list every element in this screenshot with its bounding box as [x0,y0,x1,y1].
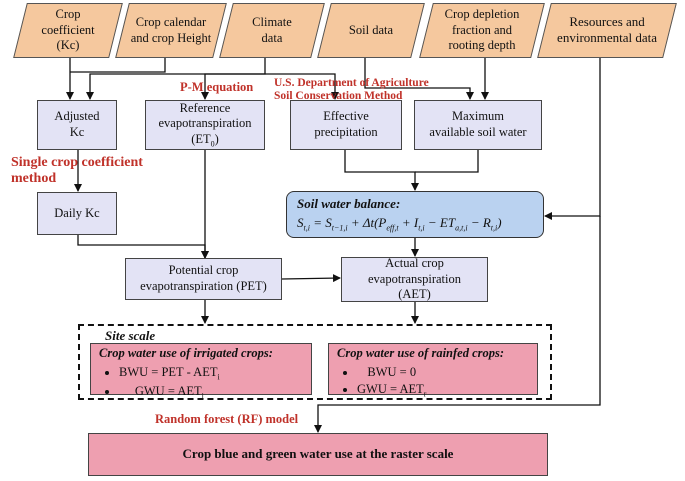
aet-line2: evapotranspiration [367,271,462,286]
rainfed-bwu-text: BWU = 0 [367,364,417,379]
irrigated-bwu-text: BWU = PET - AET [119,364,218,379]
rainfed-crops-box: Crop water use of rainfed crops: BWU = 0… [328,343,538,398]
output-box: Crop blue and green water use at the ras… [88,433,548,476]
aet-line1: Actual crop [385,256,444,271]
input-crop-calendar-label: Crop calendar and crop Height [130,14,212,45]
pet-line2: evapotranspiration (PET) [140,279,267,293]
single-crop-line1: Single crop coefficient [11,155,143,170]
pm-equation-label: P-M equation [180,80,254,94]
soil-water-balance-equation: St,i = St−1,i + Δt(Peff,t + It,i − ETa,t… [297,214,502,233]
rainfed-crops-title: Crop water use of rainfed crops: [337,346,505,360]
usda-method-label: U.S. Department of Agriculture Soil Cons… [274,77,429,103]
reference-et-line3: (ET0) [191,132,219,150]
single-crop-line2: method [11,171,57,187]
pet-box: Potential crop evapotranspiration (PET) [125,258,282,300]
reference-et-line1: Reference [179,100,231,115]
usda-method-line2: Soil Conservation Method [274,90,403,103]
reference-et-line2: evapotranspiration [158,116,252,131]
irrigated-gwu-sub: i [201,391,204,401]
rainfed-crops-list: BWU = 0 GWU = AETr [337,364,426,400]
input-depletion-fraction: Crop depletion fraction and rooting dept… [419,3,545,58]
irrigated-bwu-sub: i [217,372,220,382]
daily-kc-box: Daily Kc [37,192,117,235]
rf-model-label: Random forest (RF) model [155,412,299,426]
rainfed-gwu-text: GWU = AET [357,381,424,396]
daily-kc-label: Daily Kc [54,205,100,220]
soil-water-balance-title: Soil water balance: [297,195,401,211]
input-climate-data: Climate data [219,3,325,58]
effective-precipitation-line2: precipitation [314,125,378,139]
max-soil-water-line2: available soil water [429,125,527,139]
input-soil-data: Soil data [317,3,425,58]
effective-precipitation-box: Effective precipitation [290,100,402,150]
adjusted-kc-box: Adjusted Kc [37,100,117,150]
effective-precipitation-line1: Effective [323,109,369,124]
single-crop-coefficient-label: Single crop coefficient method [11,155,143,187]
rainfed-gwu-sub: r [423,389,427,398]
output-label: Crop blue and green water use at the ras… [182,446,454,462]
reference-et-et: (ET [191,131,211,146]
site-scale-title: Site scale [105,328,156,343]
irrigated-crops-title: Crop water use of irrigated crops: [99,346,273,360]
aet-box: Actual crop evapotranspiration (AET) [341,256,488,302]
irrigated-gwu-text: GWU = AET [134,383,202,398]
input-crop-coefficient: Crop coefficient (Kc) [13,3,123,58]
input-depletion-fraction-label: Crop depletion fraction and rooting dept… [444,7,520,53]
soil-water-balance-box: Soil water balance: St,i = St−1,i + Δt(P… [286,191,544,238]
input-soil-data-label: Soil data [348,22,394,37]
input-resources-environmental-label: Resources and environmental data [557,14,657,46]
irrigated-crops-list: BWU = PET - AETi GWU = AETi [99,364,220,403]
rainfed-gwu: GWU = AETr [357,381,426,400]
max-soil-water-box: Maximum available soil water [414,100,542,150]
usda-method-line1: U.S. Department of Agriculture [274,77,429,89]
reference-et-close: ) [214,131,219,146]
reference-et-box: Reference evapotranspiration (ET0) [145,100,265,150]
input-crop-coefficient-label: Crop coefficient (Kc) [41,7,95,53]
irrigated-gwu: GWU = AETi [119,383,220,402]
aet-line3: (AET) [398,287,431,302]
max-soil-water-line1: Maximum [451,109,505,124]
irrigated-bwu: BWU = PET - AETi [119,364,220,383]
adjusted-kc-line1: Adjusted [54,109,100,124]
site-scale-region [78,324,552,400]
rainfed-bwu: BWU = 0 [357,364,426,381]
pet-line1: Potential crop [168,263,239,278]
reference-et-sub: 0 [210,139,215,149]
input-resources-environmental: Resources and environmental data [537,3,677,58]
input-crop-calendar: Crop calendar and crop Height [115,3,227,58]
adjusted-kc-line2: Kc [69,125,85,139]
irrigated-crops-box: Crop water use of irrigated crops: BWU =… [90,343,312,400]
input-climate-data-label: Climate data [252,14,292,45]
